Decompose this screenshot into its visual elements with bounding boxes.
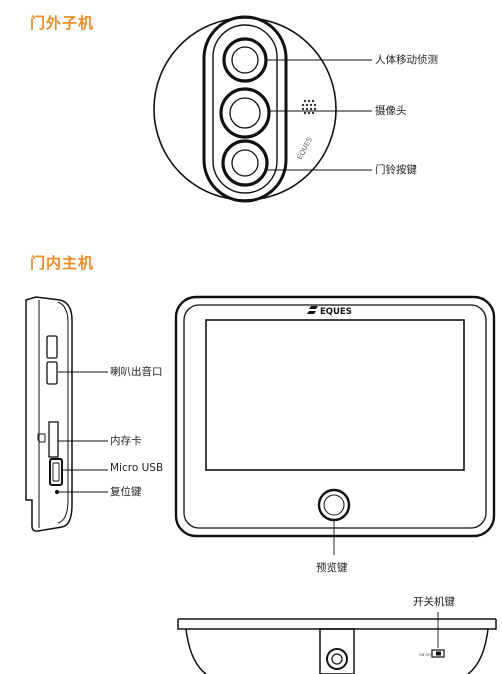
- reset-hole: [54, 489, 60, 495]
- micro-usb-port: [49, 458, 63, 486]
- sd-card-icon: [37, 433, 46, 443]
- memory-card-slot: [48, 421, 59, 458]
- reset-label: 复位键: [110, 486, 142, 498]
- speaker-grille-top: [46, 335, 58, 359]
- power-switch-mark: ON OFF: [419, 653, 432, 657]
- indoor-section-title: 门内主机: [30, 254, 95, 272]
- outdoor-brand-text: EQUES: [296, 136, 315, 161]
- indoor-front-view: [174, 295, 496, 538]
- doorbell-ring: [221, 139, 269, 187]
- camera-label: 摄像头: [375, 105, 407, 117]
- outdoor-pill-inner: [212, 24, 278, 194]
- memory-card-label: 内存卡: [110, 435, 142, 447]
- eques-logo-icon: [307, 306, 318, 314]
- camera-lens: [229, 97, 261, 129]
- monitor-brand: EQUES: [320, 307, 352, 317]
- micro-usb-label: Micro USB: [110, 462, 164, 474]
- doorbell-label: 门铃按键: [375, 164, 417, 176]
- monitor-inner-frame: [183, 304, 487, 529]
- doorbell-button: [231, 149, 259, 177]
- bottom-mount-ring: [326, 648, 348, 670]
- bottom-bracket: [319, 628, 355, 674]
- microphone-dots-icon: [301, 99, 317, 115]
- motion-sensor-ring: [222, 37, 268, 83]
- speaker-label: 喇叭出音口: [110, 366, 163, 378]
- indoor-bottom-view: [177, 618, 497, 674]
- motion-sensor-label: 人体移动侦测: [375, 54, 438, 66]
- bottom-body: [177, 618, 497, 674]
- outdoor-unit: [153, 15, 337, 203]
- outdoor-body: [153, 17, 337, 201]
- side-body: [25, 296, 73, 532]
- power-button-label: 开关机键: [413, 596, 455, 608]
- camera-ring: [219, 87, 271, 139]
- preview-button-label: 预览键: [316, 562, 348, 574]
- monitor-outer-frame: [174, 295, 496, 538]
- indoor-side-view: [25, 296, 73, 532]
- power-switch: [431, 649, 445, 658]
- side-leader-lines: [58, 371, 108, 493]
- monitor-screen: [205, 319, 465, 471]
- motion-sensor-lens: [231, 46, 259, 74]
- speaker-grille-bottom: [46, 361, 58, 385]
- outdoor-pill-outer: [202, 15, 288, 203]
- outdoor-leader-lines: [267, 59, 372, 171]
- outdoor-section-title: 门外子机: [30, 14, 95, 32]
